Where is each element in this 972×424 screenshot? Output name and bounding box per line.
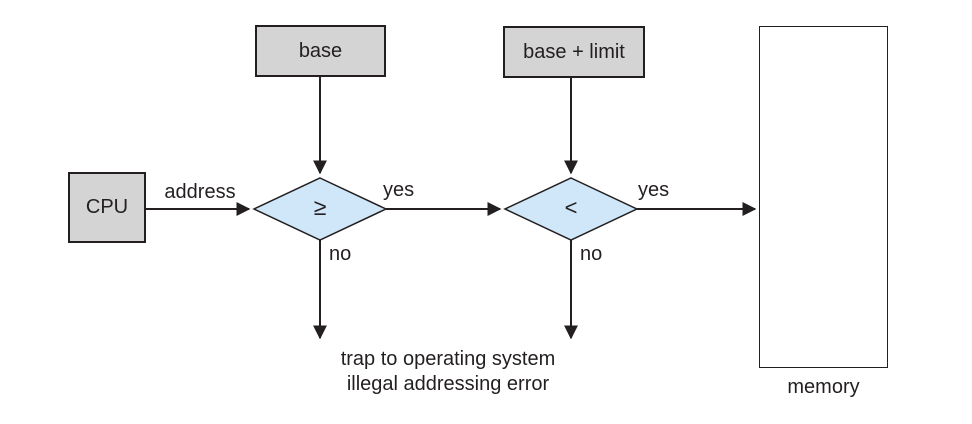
memory-box bbox=[759, 26, 888, 368]
no-edge-label-first: no bbox=[329, 243, 352, 265]
trap-annotation: trap to operating system illegal address… bbox=[298, 347, 598, 397]
memory-label: memory bbox=[787, 376, 860, 398]
no-edge-label-second: no bbox=[580, 243, 603, 265]
base-plus-limit-label: base + limit bbox=[523, 40, 625, 63]
cpu-box: CPU bbox=[68, 172, 146, 243]
base-plus-limit-register-box: base + limit bbox=[503, 26, 645, 78]
yes-edge-label-first: yes bbox=[383, 179, 415, 201]
trap-annotation-line1: trap to operating system bbox=[340, 348, 556, 370]
base-register-box: base bbox=[255, 25, 386, 77]
yes-edge-label-second: yes bbox=[638, 179, 670, 201]
ge-comparison-symbol: ≥ bbox=[313, 194, 327, 220]
base-register-label: base bbox=[298, 39, 343, 62]
lt-comparison-symbol: < bbox=[564, 195, 578, 220]
trap-annotation-line2: illegal addressing error bbox=[346, 373, 550, 395]
cpu-label: CPU bbox=[85, 196, 129, 218]
address-edge-label: address bbox=[164, 181, 236, 203]
